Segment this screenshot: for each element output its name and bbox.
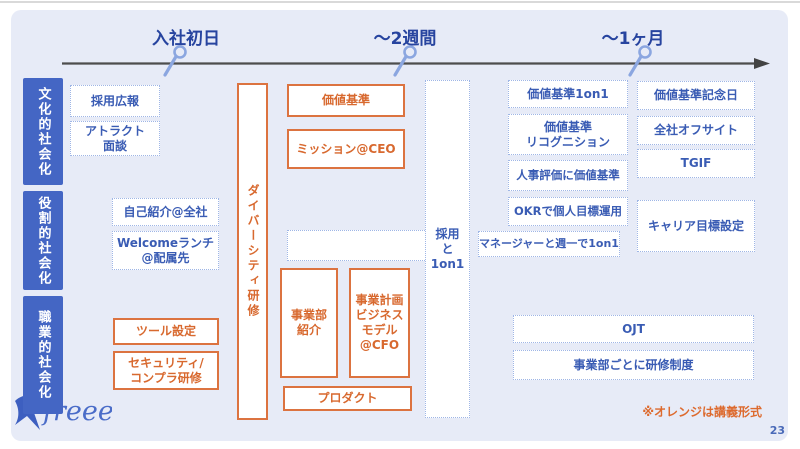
box-okr: OKRで個人目標運用 (508, 197, 628, 226)
box-kinenbi: 価値基準記念日 (637, 81, 755, 110)
box-kachikijun: 価値基準 (287, 84, 405, 117)
box-saiyo1on1: 採用 と 1on1 (425, 80, 470, 418)
milestone-label-first-day: 入社初日 (152, 29, 220, 49)
box-mission: ミッション@CEO (287, 129, 405, 169)
box-jigyobu: 事業部 紹介 (280, 268, 338, 378)
category-cultural-socialization: 文化的社会化 (23, 78, 63, 185)
box-offsite: 全社オフサイト (637, 116, 755, 145)
box-kenshuseido: 事業部ごとに研修制度 (513, 350, 754, 380)
category-role-socialization: 役割的社会化 (23, 191, 63, 290)
box-career: キャリア目標設定 (637, 200, 755, 252)
milestone-label-1-month: 〜1ヶ月 (601, 29, 665, 49)
box-ojt: OJT (513, 315, 754, 343)
box-manager: マネージャーと週一で1on1 (478, 231, 620, 257)
box-kk1on1: 価値基準1on1 (508, 80, 628, 108)
box-attract: アトラクト 面談 (70, 121, 160, 156)
category-occupational-socialization: 職業的社会化 (23, 296, 63, 414)
box-recog: 価値基準 リコグニション (508, 114, 628, 155)
orange-legend-note: ※オレンジは講義形式 (642, 405, 762, 419)
box-welcome: Welcomeランチ @配属先 (112, 231, 219, 270)
page-number: 23 (769, 424, 785, 437)
window-top-border (0, 1, 800, 3)
box-tgif: TGIF (637, 149, 755, 178)
box-keikaku: 事業計画 ビジネス モデル @CFO (349, 268, 410, 378)
milestone-label-2-weeks: 〜2週間 (373, 29, 437, 49)
box-empty (287, 230, 427, 261)
box-diversity: ダイバーシティ研修 (237, 83, 268, 420)
box-security: セキュリティ/ コンプラ研修 (113, 351, 219, 390)
box-jikoshokai: 自己紹介@全社 (112, 198, 219, 226)
box-product: プロダクト (283, 386, 412, 411)
box-jinji: 人事評価に価値基準 (508, 160, 628, 191)
box-tool: ツール設定 (113, 318, 219, 345)
box-saiyo-koho: 採用広報 (70, 85, 160, 117)
